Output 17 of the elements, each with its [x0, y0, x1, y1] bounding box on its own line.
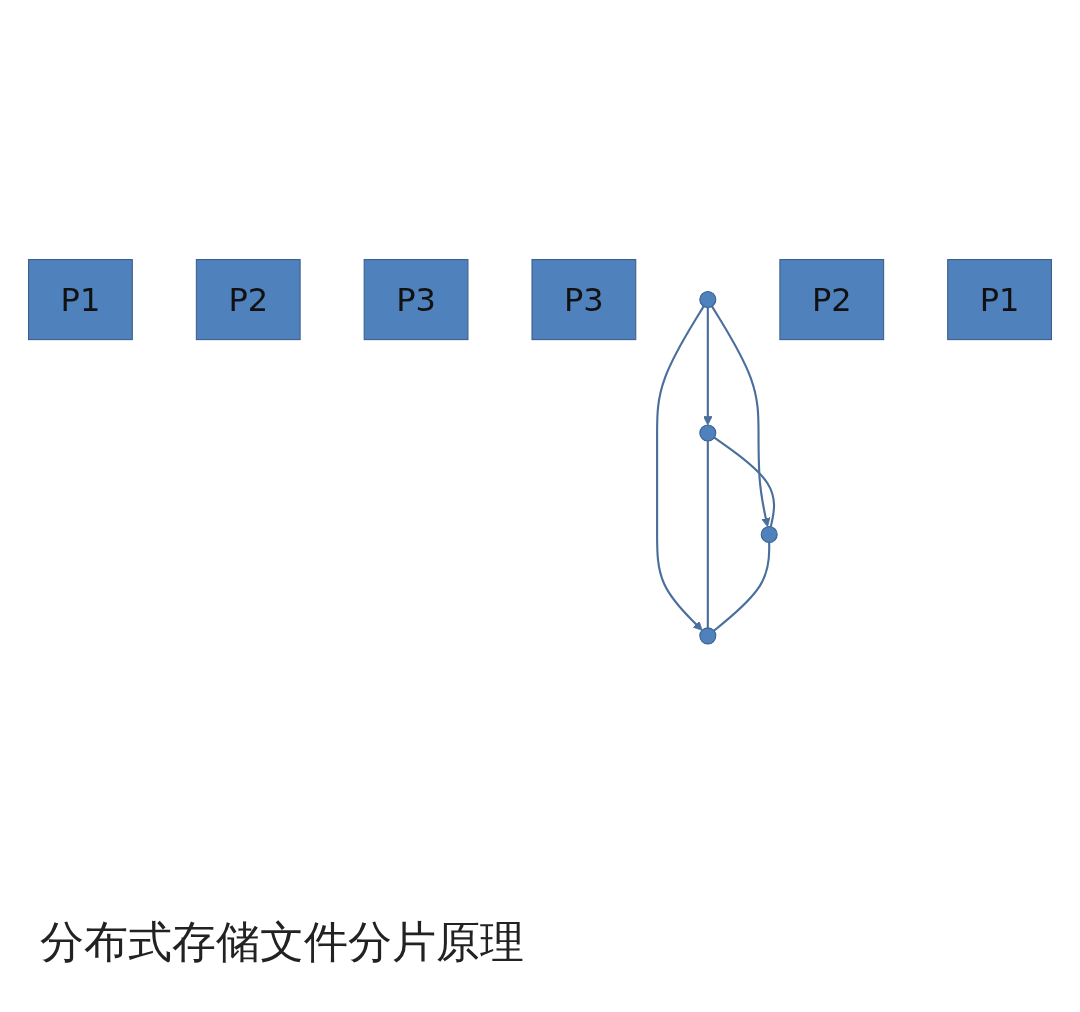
node-box: P1 — [28, 258, 133, 340]
node-box: P3 — [363, 258, 469, 340]
node-circle — [760, 525, 778, 543]
node-circle — [699, 424, 717, 442]
arrow — [711, 305, 771, 527]
node-circle — [699, 290, 717, 308]
arrow — [656, 305, 705, 631]
connector — [713, 436, 776, 527]
node-box: P3 — [531, 258, 637, 340]
node-box: P2 — [779, 258, 885, 340]
connector — [713, 542, 771, 632]
arrow — [703, 307, 713, 426]
node-circle — [699, 627, 717, 645]
connector — [706, 440, 709, 628]
caption: 分布式存储文件分片原理 — [40, 915, 524, 969]
node-box: P1 — [947, 258, 1052, 340]
node-box: P2 — [195, 258, 301, 340]
